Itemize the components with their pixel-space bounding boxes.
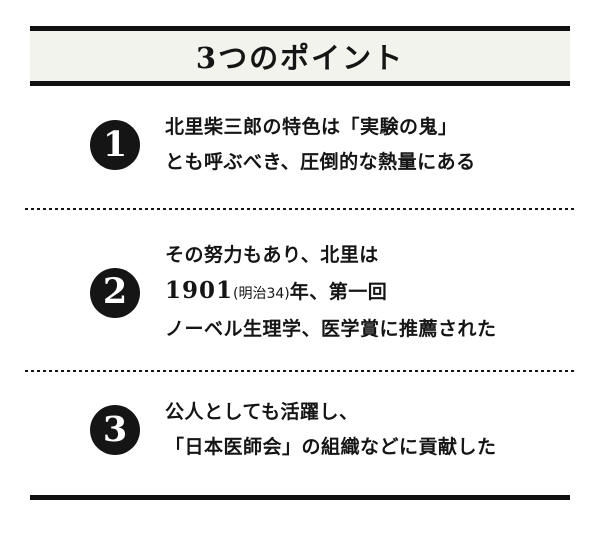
point-1-line-1: 北里柴三郎の特色は「実験の鬼」: [165, 116, 458, 138]
point-3-line-2: 「日本医師会」の組織などに貢献した: [165, 436, 497, 458]
bottom-rule: [30, 495, 570, 500]
point-1-number-badge: 1: [90, 120, 140, 170]
points-panel: 3つのポイント 1 北里柴三郎の特色は「実験の鬼」 とも呼ぶべき、圧倒的な熱量に…: [25, 26, 575, 500]
point-2-line-2-suffix: 年、第一回: [289, 281, 388, 303]
point-2-number-badge: 2: [90, 267, 140, 318]
point-2-text: その努力もあり、北里は 1901(明治34)年、第一回 ノーベル生理学、医学賞に…: [165, 238, 497, 347]
panel-title: 3つのポイント: [195, 41, 405, 75]
point-1-line-2: とも呼ぶべき、圧倒的な熱量にある: [165, 151, 476, 173]
point-row-3: 3 公人としても活躍し、 「日本医師会」の組織などに貢献した: [30, 395, 570, 465]
point-1-text: 北里柴三郎の特色は「実験の鬼」 とも呼ぶべき、圧倒的な熱量にある: [165, 110, 476, 180]
point-3-number-badge: 3: [90, 405, 140, 455]
point-row-2: 2 その努力もあり、北里は 1901(明治34)年、第一回 ノーベル生理学、医学…: [30, 238, 570, 347]
point-3-text: 公人としても活躍し、 「日本医師会」の組織などに貢献した: [165, 395, 497, 465]
point-2-number: 2: [102, 271, 128, 312]
point-2-line-1: その努力もあり、北里は: [165, 244, 379, 266]
point-3-number: 3: [102, 408, 128, 450]
point-2-line-2: 1901(明治34)年、第一回: [165, 273, 497, 312]
panel-header: 3つのポイント: [30, 26, 570, 86]
point-2-line-3: ノーベル生理学、医学賞に推薦された: [165, 318, 497, 340]
point-2-year: 1901: [165, 277, 234, 304]
point-3-line-1: 公人としても活躍し、: [165, 401, 359, 423]
point-1-number: 1: [102, 123, 128, 165]
dotted-separator-1: [25, 208, 575, 210]
point-2-era: (明治34): [233, 286, 290, 302]
dotted-separator-2: [25, 370, 575, 372]
point-row-1: 1 北里柴三郎の特色は「実験の鬼」 とも呼ぶべき、圧倒的な熱量にある: [30, 110, 570, 180]
